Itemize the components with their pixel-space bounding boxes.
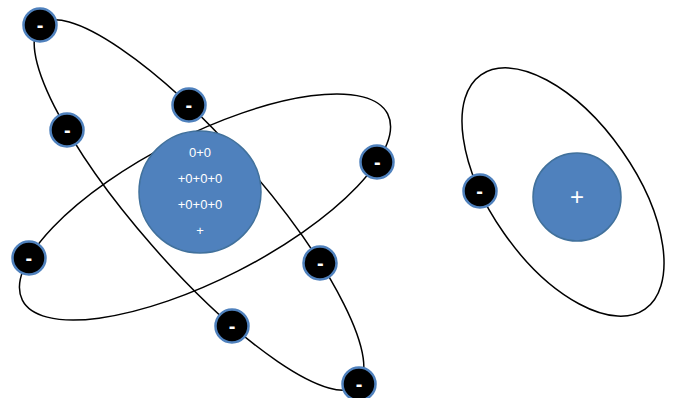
electron-circle: - [302, 245, 338, 281]
nucleus-circle: 0+0 +0+0+0 +0+0+0 + [138, 130, 262, 254]
charge-sign: - [64, 115, 71, 145]
charge-sign: - [317, 248, 324, 278]
electron-fill [342, 367, 375, 398]
charge-sign: - [476, 176, 483, 206]
nucleus-fill [139, 131, 261, 253]
charge-sign: - [356, 369, 363, 398]
nucleus-charges: 0+0 +0+0+0 +0+0+0 + [173, 140, 227, 244]
electron-circle: - [49, 112, 85, 148]
charge-sign: - [374, 147, 381, 177]
charge-sign: - [26, 243, 33, 273]
charge-sign: - [185, 90, 192, 120]
electron-circle: - [11, 240, 47, 276]
electron-fill [463, 174, 496, 207]
orbit-ellipse [422, 34, 678, 351]
electron-fill [216, 309, 249, 342]
electron-circle: - [214, 308, 250, 344]
electron-circle: - [462, 173, 498, 209]
orbit-ellipse [0, 0, 404, 398]
electron-fill [24, 9, 57, 42]
electron-fill [304, 246, 337, 279]
electron-circle: - [359, 144, 395, 180]
nucleus-fill [533, 153, 621, 241]
charge-sign: - [229, 311, 236, 341]
electron-fill [51, 114, 84, 147]
nucleus-charges: + [570, 183, 584, 211]
electron-circle: - [171, 87, 207, 123]
electron-fill [172, 88, 205, 121]
electron-circle: - [341, 366, 377, 398]
electron-fill [361, 146, 394, 179]
charge-sign: - [37, 10, 44, 40]
nucleus-circle: + [532, 152, 622, 242]
electron-fill [12, 242, 45, 275]
orbit-ellipse [0, 50, 420, 364]
electron-circle: - [22, 7, 58, 43]
